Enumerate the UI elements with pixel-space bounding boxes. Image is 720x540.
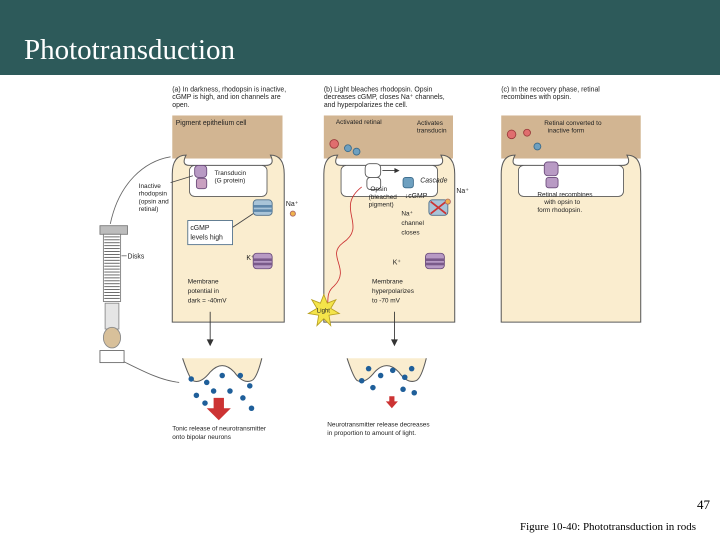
light-wave: [325, 186, 362, 309]
panel-c: (c) In the recovery phase, retinal recom…: [500, 86, 642, 323]
opsin-b: [364, 163, 382, 178]
na-channel-a: [252, 199, 273, 216]
zoom-connector-bottom: [123, 361, 180, 383]
release-label-b: Neurotransmitter release decreases in pr…: [327, 421, 431, 437]
disks-label: Disks: [128, 253, 145, 260]
light-burst: Light: [307, 293, 341, 327]
light-label: Light: [317, 309, 330, 315]
cgmp-label-a: cGMP levels high: [190, 225, 223, 241]
hyperpolarize-label: Membrane hyperpolarizes to -70 mV: [372, 278, 416, 304]
na-label-a: Na⁺: [286, 201, 299, 208]
title-bar: [0, 0, 720, 75]
transducin-label-a: Transducin (G protein): [214, 170, 247, 185]
rhodopsin-label-a: Inactive rhodopsin (opsin and retinal): [139, 183, 171, 213]
recombine-label: Retinal recombines with opsin to form rh…: [537, 191, 594, 214]
k-label-b: K⁺: [393, 259, 402, 266]
cascade-label: Cascade: [420, 178, 447, 185]
figure-caption: Figure 10-40: Phototransduction in rods: [520, 521, 696, 533]
k-channel-a: [252, 252, 273, 270]
panel-b: (b) Light bleaches rhodopsin. Opsin decr…: [307, 86, 469, 437]
pigment-epithelium-a: [172, 115, 283, 159]
na-label-b: Na⁺: [456, 188, 469, 195]
release-arrow-b: [385, 396, 398, 409]
release-arrow-a: [206, 397, 231, 421]
rod-cell-illustration: [99, 225, 128, 364]
pigment-label-a: Pigment epithelium cell: [176, 120, 247, 127]
vesicles-b: [358, 365, 418, 396]
rod-outer-segment-c: [500, 154, 642, 323]
pigment-epithelium-c: [501, 115, 641, 159]
k-label-a: K⁺: [246, 255, 255, 262]
rod-outer-segment-b: [323, 154, 456, 323]
panel-b-heading: (b) Light bleaches rhodopsin. Opsin decr…: [324, 86, 447, 108]
slide-number: 47: [697, 497, 710, 512]
panel-c-heading: (c) In the recovery phase, retinal recom…: [501, 86, 602, 101]
rhodopsin-c: [543, 161, 559, 177]
zoom-connector-top: [109, 156, 171, 225]
converted-label: Retinal converted to inactive form: [544, 120, 603, 135]
activated-retinal-label: Activated retinal: [336, 119, 382, 126]
pigment-epithelium-b: [323, 115, 453, 159]
vesicles-a: [188, 372, 255, 412]
k-channel-b: [425, 252, 445, 270]
cgmp-box-a: [187, 220, 233, 246]
na-channel-b-closed: [428, 199, 449, 216]
phototransduction-diagram: Disks (a) In darkness, rhodopsin is inac…: [99, 86, 642, 441]
cgmp-label-b: ↓cGMP: [405, 193, 428, 200]
opsin-label-b: Opsin (bleached pigment): [369, 186, 399, 208]
panel-a: (a) In darkness, rhodopsin is inactive, …: [139, 86, 299, 441]
slide-title: Phototransduction: [24, 34, 236, 66]
disk-a: [189, 164, 268, 197]
release-label-a: Tonic release of neurotransmitter onto b…: [172, 426, 268, 442]
synaptic-terminal-b: [346, 358, 427, 382]
potential-label-a: Membrane potential in dark = -40mV: [188, 278, 228, 304]
panel-a-heading: (a) In darkness, rhodopsin is inactive, …: [172, 86, 288, 108]
activates-transducin-label: Activates transducin: [417, 120, 447, 135]
rhodopsin-a: [194, 164, 208, 178]
na-channel-closes-label: Na⁺ channel closes: [401, 210, 425, 236]
